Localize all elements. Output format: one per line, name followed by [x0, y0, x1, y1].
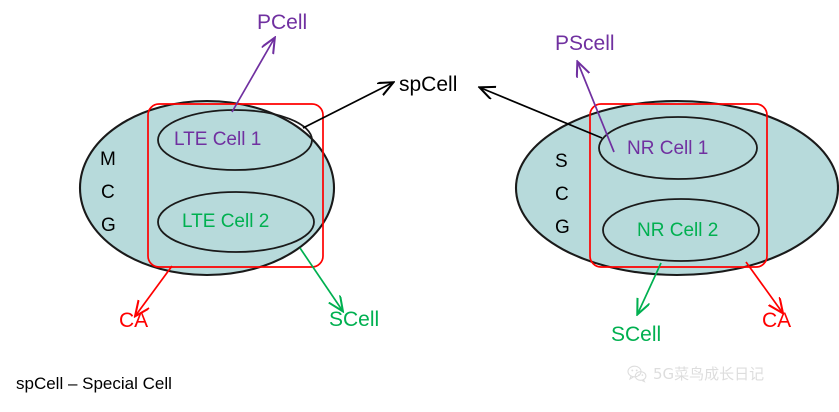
scg-letter-c: C: [555, 184, 569, 205]
spcell-arrow-left: [302, 83, 392, 129]
watermark-text: 5G菜鸟成长日记: [653, 365, 765, 383]
scell-arrow-right: [638, 262, 662, 313]
ca-callout-label-left: CA: [119, 309, 149, 332]
mcg-letter-c: C: [101, 182, 115, 203]
scg-letter-g: G: [555, 217, 570, 238]
mcg-cell-2-label: LTE Cell 2: [182, 211, 270, 232]
mcg-letter-m: M: [100, 149, 116, 170]
pcell-callout-label: PCell: [257, 11, 308, 34]
pcell-arrow: [231, 39, 274, 113]
mcg-outer-ellipse: [78, 99, 336, 277]
scg-cell-2-ellipse: [602, 198, 760, 262]
spcell-arrow-right: [481, 88, 603, 139]
mcg-cell-1-label: LTE Cell 1: [174, 129, 262, 150]
scell-callout-label-left: SCell: [329, 308, 380, 331]
legend-caption: spCell – Special Cell: [16, 374, 172, 393]
pscell-callout-label: PScell: [555, 32, 615, 55]
ca-callout-label-right: CA: [762, 309, 792, 332]
scell-callout-label-right: SCell: [611, 323, 662, 346]
scell-arrow-left: [299, 247, 342, 310]
mcg-cell-1-ellipse: [157, 109, 313, 171]
pscell-arrow: [578, 63, 615, 153]
scg-letter-s: S: [555, 151, 568, 172]
mcg-cell-2-ellipse: [157, 191, 315, 253]
scg-ca-boundary: [589, 103, 768, 268]
ca-arrow-left: [136, 265, 173, 315]
scg-cell-2-label: NR Cell 2: [637, 220, 719, 241]
wechat-icon: [627, 365, 647, 383]
ca-arrow-right: [745, 261, 782, 312]
scg-cell-1-ellipse: [598, 116, 758, 180]
spcell-callout-label: spCell: [399, 73, 458, 96]
mcg-ca-boundary: [147, 103, 324, 268]
scg-cell-1-label: NR Cell 1: [627, 138, 709, 159]
watermark: 5G菜鸟成长日记: [627, 363, 764, 384]
mcg-letter-g: G: [101, 215, 116, 236]
